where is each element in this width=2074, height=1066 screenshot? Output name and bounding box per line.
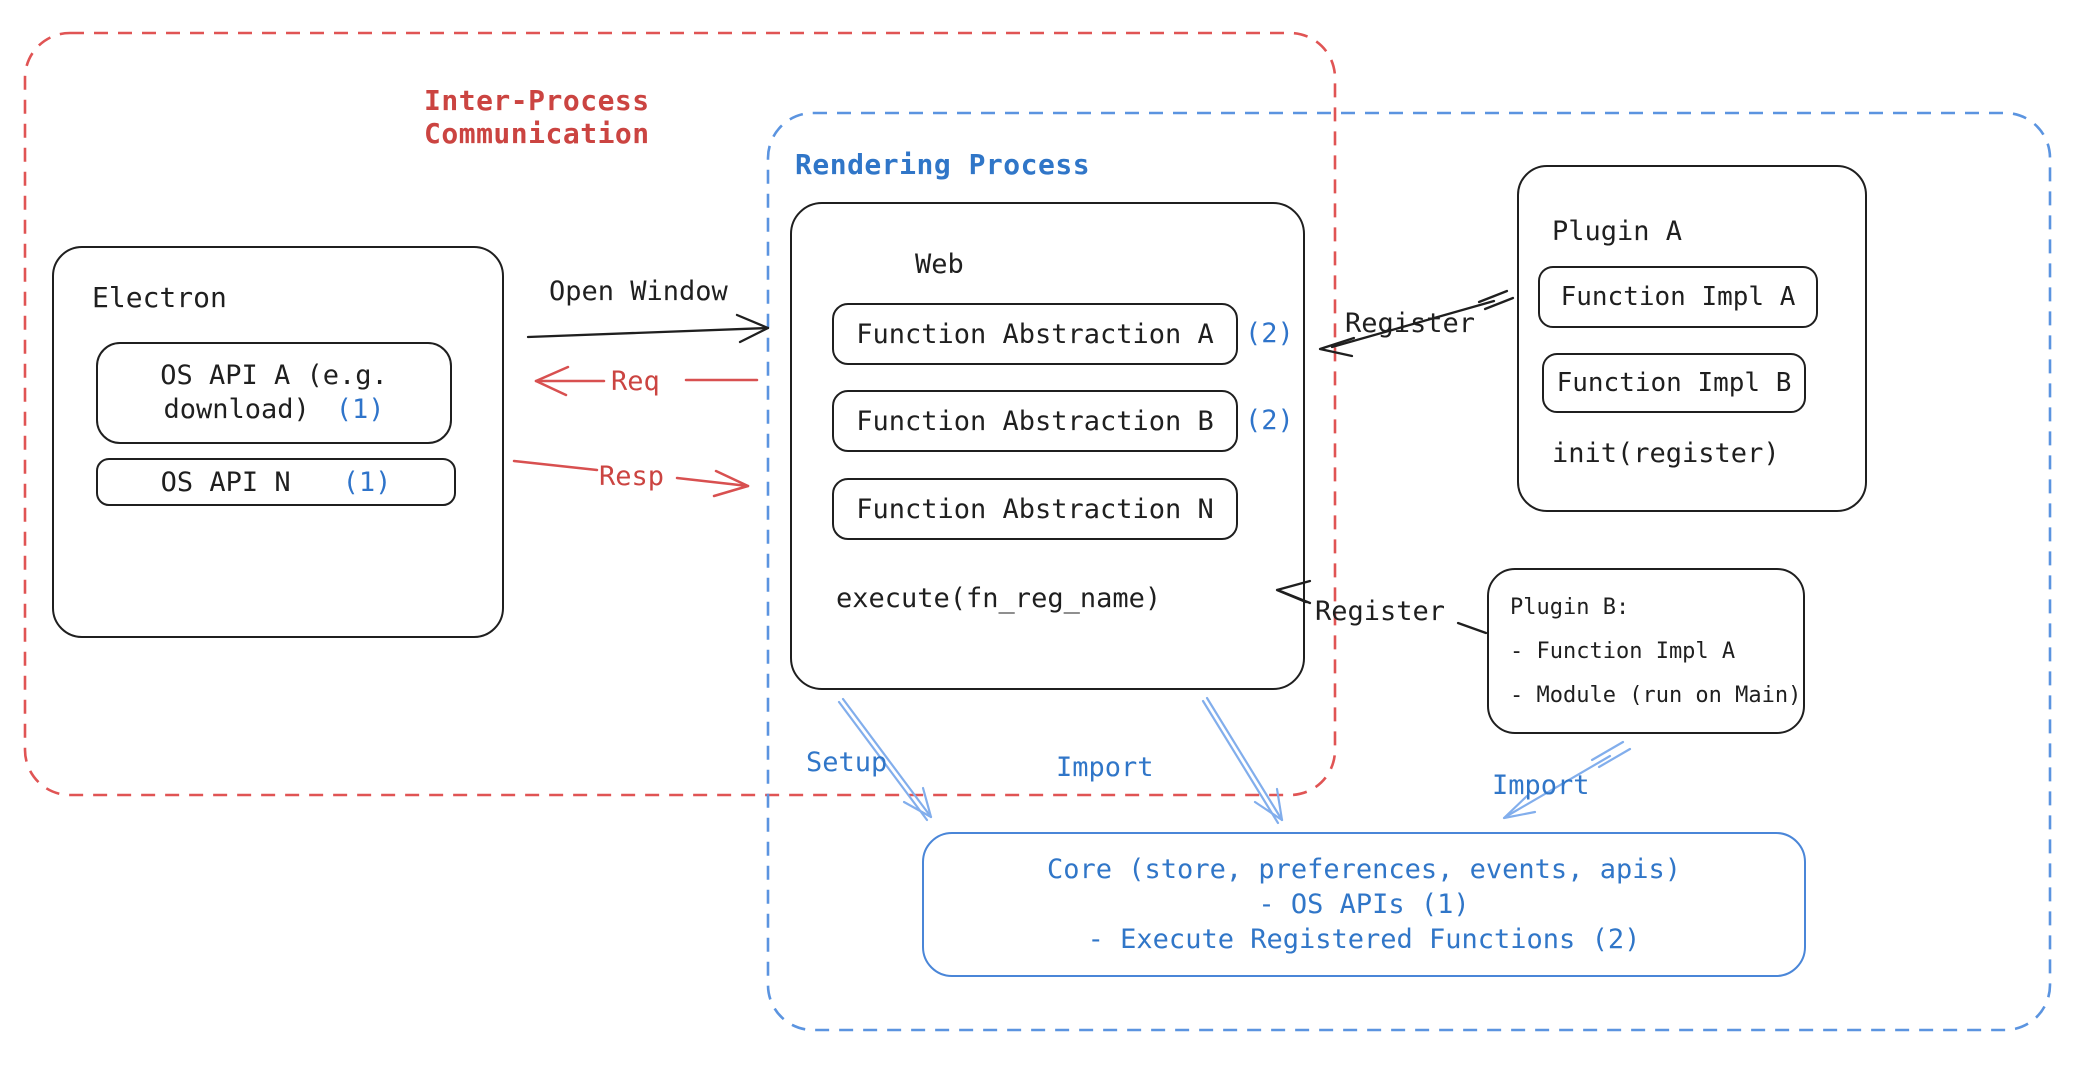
setup-label: Setup: [806, 747, 888, 778]
execute-label: execute(fn_reg_name): [836, 583, 1162, 614]
req-label: Req: [611, 366, 660, 397]
import-plugin-label: Import: [1492, 770, 1590, 801]
core-line3: - Execute Registered Functions (2): [1087, 924, 1641, 955]
function-impl-a-label: Function Impl A: [1560, 282, 1796, 312]
plugin-b-item-2: - Module (run on Main): [1510, 683, 1802, 708]
os-api-n-box: OS API N (1): [96, 458, 456, 506]
function-abstraction-b-box: Function Abstraction B: [832, 390, 1238, 452]
function-abstraction-b-label: Function Abstraction B: [856, 405, 1214, 437]
function-impl-b-label: Function Impl B: [1556, 368, 1792, 398]
ipc-region-title: Inter-Process Communication: [424, 84, 650, 150]
function-abstraction-a-badge: (2): [1245, 318, 1294, 349]
plugin-b-text: Plugin B: - Function Impl A - Module (ru…: [1510, 586, 1801, 718]
resp-label: Resp: [599, 461, 665, 492]
ipc-title-line2: Communication: [424, 117, 650, 150]
import-web-label: Import: [1056, 752, 1154, 783]
register-b-label: Register: [1315, 596, 1446, 627]
os-api-a-badge: (1): [335, 394, 385, 425]
function-abstraction-n-box: Function Abstraction N: [832, 478, 1238, 540]
core-line2: - OS APIs (1): [1258, 889, 1470, 920]
electron-title: Electron: [92, 281, 227, 314]
init-register-label: init(register): [1552, 438, 1780, 469]
function-abstraction-n-label: Function Abstraction N: [856, 493, 1214, 525]
open-window-label: Open Window: [549, 276, 728, 307]
function-abstraction-b-badge: (2): [1245, 405, 1294, 436]
core-box: Core (store, preferences, events, apis) …: [922, 832, 1806, 977]
rendering-region-title: Rendering Process: [795, 148, 1091, 181]
ipc-title-line1: Inter-Process: [424, 84, 650, 117]
os-api-n-badge: (1): [342, 466, 392, 498]
plugin-a-title: Plugin A: [1552, 216, 1683, 247]
function-impl-a-box: Function Impl A: [1538, 266, 1818, 328]
plugin-b-title: Plugin B:: [1510, 595, 1630, 620]
plugin-b-item-1: - Function Impl A: [1510, 639, 1736, 664]
core-line1: Core (store, preferences, events, apis): [1047, 854, 1681, 885]
function-abstraction-a-box: Function Abstraction A: [832, 303, 1238, 365]
os-api-a-box: OS API A (e.g. download) (1): [96, 342, 452, 444]
open-window-arrow: [526, 313, 770, 344]
os-api-a-line2: download): [163, 394, 310, 425]
import-web-arrow: [1201, 696, 1284, 825]
os-api-n-label: OS API N: [160, 466, 291, 498]
register-a-label: Register: [1345, 308, 1476, 339]
os-api-a-line1: OS API A (e.g.: [160, 360, 388, 391]
function-abstraction-a-label: Function Abstraction A: [856, 318, 1214, 350]
function-impl-b-box: Function Impl B: [1542, 353, 1806, 413]
web-title: Web: [915, 249, 964, 280]
